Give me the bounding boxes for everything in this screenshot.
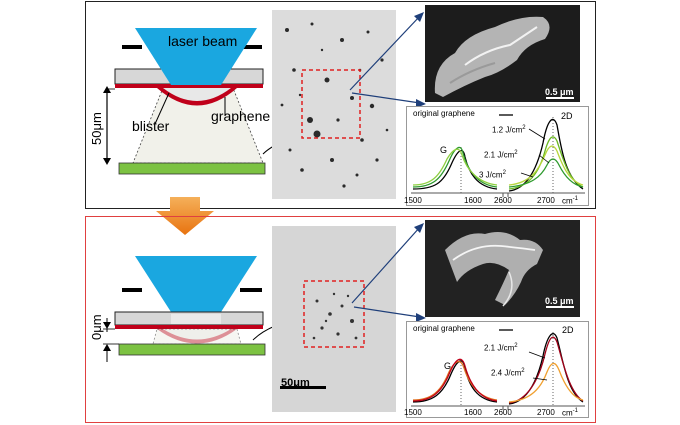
bottom-schematic	[103, 256, 275, 362]
roi-box-top	[301, 69, 361, 139]
micro-scale-label: 50μm	[281, 377, 310, 389]
raman-spectrum-bottom	[406, 321, 589, 418]
fluence-2-label-bottom: 2.4 J/cm2	[491, 368, 525, 378]
substrate	[118, 162, 266, 175]
x-tick-1500-top: 1500	[404, 196, 422, 205]
substrate	[118, 343, 266, 356]
legend-original-top: original graphene	[413, 109, 475, 118]
x-unit-top: cm-1	[562, 196, 579, 206]
gap-label-bottom: 0μm	[89, 314, 104, 340]
roi-box-bottom	[303, 280, 365, 348]
mask-bar-left	[122, 45, 142, 49]
sem-scalebar-bottom	[546, 306, 574, 308]
fluence-1-label-bottom: 2.1 J/cm2	[484, 343, 518, 353]
mask-bar-right	[240, 45, 262, 49]
x-tick-2700-bottom: 2700	[537, 408, 555, 417]
fluence-2-label-top: 2.1 J/cm2	[484, 150, 518, 160]
laser-beam	[135, 256, 257, 312]
raman-spectrum-top	[406, 106, 589, 206]
laser-beam-label: laser beam	[168, 33, 238, 49]
graphene-layer	[115, 325, 263, 329]
x-tick-1600-bottom: 1600	[464, 408, 482, 417]
laser-beam	[135, 28, 257, 85]
peak-2d-label-bottom: 2D	[562, 325, 574, 335]
legend-original-bottom: original graphene	[413, 324, 475, 333]
x-tick-2600-top: 2600	[494, 196, 512, 205]
zoom-links-top	[349, 12, 426, 108]
gap-label-top: 50μm	[89, 112, 104, 145]
sem-scalebar-top	[546, 97, 574, 99]
blister-label: blister	[132, 118, 170, 134]
peak-g-label-bottom: G	[444, 361, 452, 371]
beam-footprint	[132, 87, 264, 164]
zoom-links-bottom	[351, 223, 426, 322]
sem-scale-label-bottom: 0.5 μm	[545, 296, 574, 306]
optical-micrograph-bottom	[272, 226, 396, 412]
x-tick-2700-top: 2700	[537, 196, 555, 205]
top-panel	[85, 1, 596, 209]
sem-image-bottom	[425, 220, 580, 317]
micro-scalebar	[280, 386, 326, 389]
x-tick-1600-top: 1600	[464, 196, 482, 205]
top-schematic	[103, 28, 275, 175]
bottom-panel	[85, 216, 596, 423]
graphene-layer	[115, 84, 263, 88]
fluence-1-label-top: 1.2 J/cm2	[492, 125, 526, 135]
beam-footprint	[152, 328, 242, 345]
sem-scale-label-top: 0.5 μm	[545, 87, 574, 97]
sem-image-top	[425, 5, 580, 102]
x-unit-bottom: cm-1	[562, 408, 579, 418]
x-tick-2600-bottom: 2600	[494, 408, 512, 417]
peak-2d-label-top: 2D	[561, 111, 573, 121]
peak-g-label-top: G	[440, 145, 448, 155]
graphene-label: graphene	[211, 108, 271, 124]
fluence-3-label-top: 3 J/cm2	[479, 170, 506, 180]
optical-micrograph-top	[272, 10, 396, 199]
x-tick-1500-bottom: 1500	[404, 408, 422, 417]
